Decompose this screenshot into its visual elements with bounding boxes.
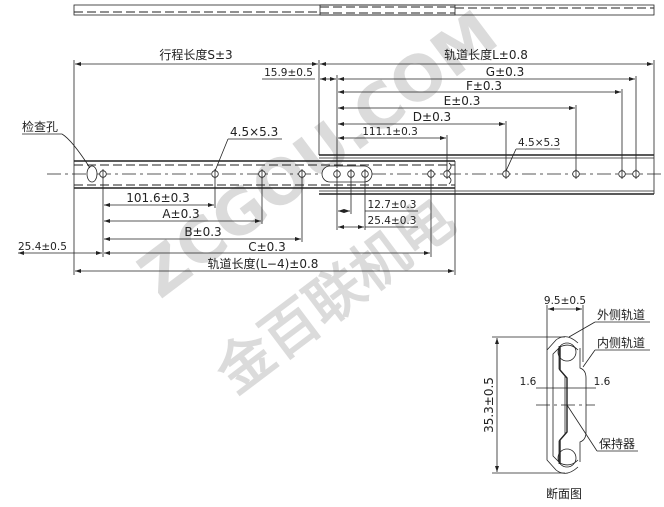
dim-101-6: 101.6±0.3	[126, 191, 190, 205]
stroke-length-label: 行程长度S±3	[159, 47, 232, 62]
dim-111-1: 111.1±0.3	[362, 126, 418, 138]
dim-f: F±0.3	[466, 79, 502, 93]
dim-25-4-end: 25.4±0.5	[18, 241, 67, 253]
retainer-label: 保持器	[599, 436, 635, 451]
inner-rail-length-label: 轨道长度(L−4)±0.8	[208, 256, 319, 271]
dim-g: G±0.3	[486, 65, 524, 79]
section-title: 断面图	[546, 486, 582, 501]
ball-top	[557, 342, 577, 362]
inspection-hole	[86, 165, 98, 183]
gap-right-label: 1.6	[594, 376, 611, 388]
lower-dimensions: 101.6±0.3 A±0.3 B±0.3 C±0.3 25.4±0.5 轨道长…	[18, 178, 456, 275]
hole-size-right-label: 4.5×5.3	[518, 137, 560, 149]
oval-slot	[321, 165, 373, 183]
dim-25-4-pitch: 25.4±0.3	[368, 215, 417, 227]
inner-rail-label: 内侧轨道	[597, 336, 645, 350]
outer-rail-label: 外侧轨道	[597, 308, 645, 322]
gap-left-label: 1.6	[520, 376, 537, 388]
upper-dimensions: 行程长度S±3 轨道长度L±0.8 15.9±0.5 G±0.3 F±0.3 E…	[22, 47, 655, 172]
side-view-rails	[47, 154, 662, 195]
section-width-label: 9.5±0.5	[544, 295, 586, 307]
dim-e: E±0.3	[444, 94, 481, 108]
dim-12-7: 12.7±0.3	[368, 199, 417, 211]
dim-c: C±0.3	[248, 240, 286, 254]
dim-b: B±0.3	[184, 225, 221, 239]
hole-size-left-label: 4.5×5.3	[230, 125, 278, 139]
section-height-label: 35.3±0.5	[482, 377, 496, 433]
dim-a: A±0.3	[162, 207, 199, 221]
cross-section: 9.5±0.5 35.3±0.5 1.6 1.6 外侧轨道 内侧轨道 保持器 断…	[482, 295, 650, 501]
dim-d: D±0.3	[413, 110, 451, 124]
top-view	[73, 4, 655, 16]
inspection-hole-label: 检查孔	[22, 119, 58, 134]
offset-label: 15.9±0.5	[264, 67, 313, 79]
rail-length-label: 轨道长度L±0.8	[444, 47, 528, 62]
ball-bottom	[557, 448, 577, 468]
